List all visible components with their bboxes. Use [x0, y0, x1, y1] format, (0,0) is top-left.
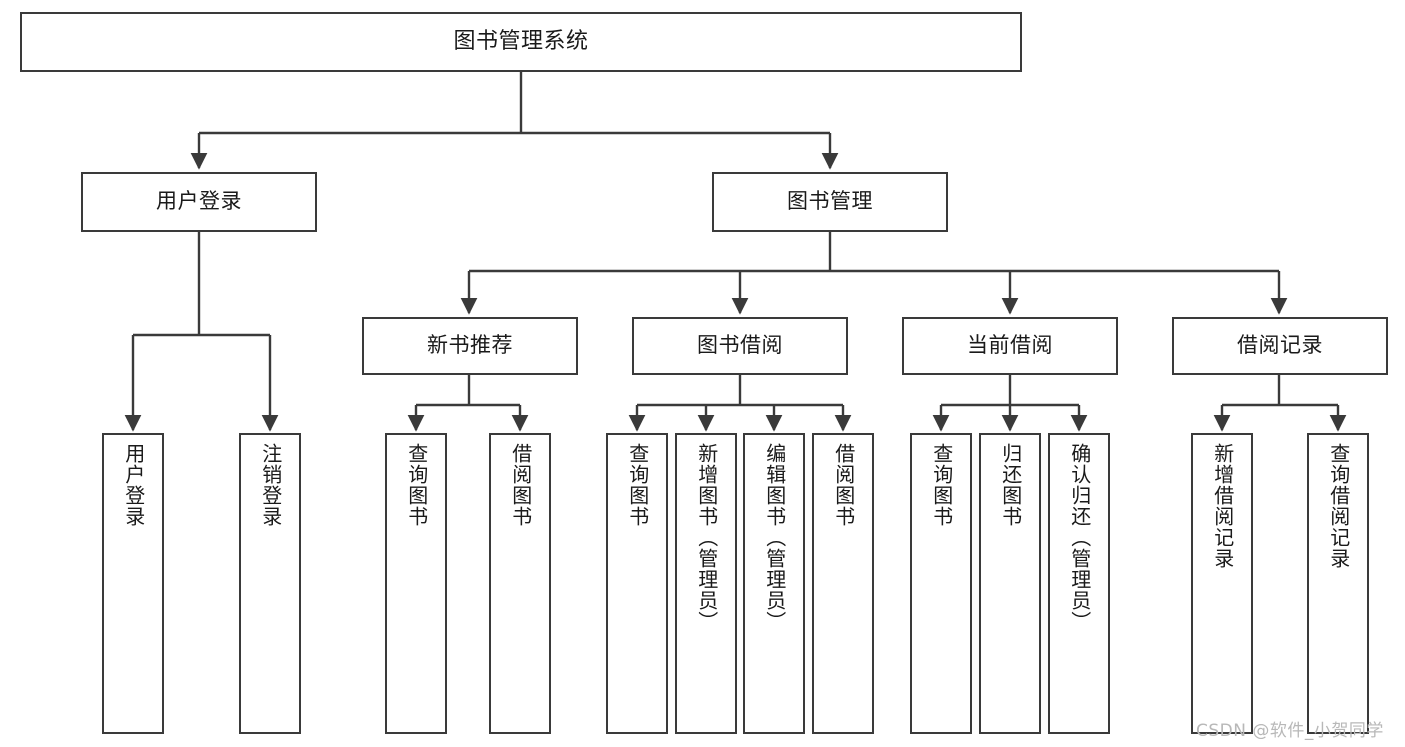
- leaf-new-book-1[interactable]: 查询图书: [385, 433, 447, 734]
- node-new-book-recommend[interactable]: 新书推荐: [362, 317, 578, 375]
- leaf-label: 查询借阅记录: [1326, 443, 1351, 569]
- leaf-current-borrow-3[interactable]: 确认归还（管理员）: [1048, 433, 1110, 734]
- leaf-label: 查询图书: [625, 443, 650, 527]
- node-book-borrow[interactable]: 图书借阅: [632, 317, 848, 375]
- leaf-label: 确认归还（管理员）: [1067, 443, 1092, 632]
- leaf-user-login-1[interactable]: 用户登录: [102, 433, 164, 734]
- node-user-login-label: 用户登录: [156, 189, 242, 214]
- leaf-label: 查询图书: [929, 443, 954, 527]
- node-root-label: 图书管理系统: [453, 28, 589, 54]
- leaf-label: 借阅图书: [831, 443, 856, 527]
- leaf-label: 新增借阅记录: [1210, 443, 1235, 569]
- leaf-new-book-2[interactable]: 借阅图书: [489, 433, 551, 734]
- node-user-login[interactable]: 用户登录: [81, 172, 317, 232]
- node-borrow-record-label: 借阅记录: [1237, 333, 1323, 358]
- leaf-book-borrow-4[interactable]: 借阅图书: [812, 433, 874, 734]
- leaf-label: 编辑图书（管理员）: [762, 443, 787, 632]
- leaf-label: 归还图书: [998, 443, 1023, 527]
- leaf-label: 新增图书（管理员）: [694, 443, 719, 632]
- leaf-current-borrow-1[interactable]: 查询图书: [910, 433, 972, 734]
- node-book-borrow-label: 图书借阅: [697, 333, 783, 358]
- leaf-borrow-record-1[interactable]: 新增借阅记录: [1191, 433, 1253, 734]
- leaf-label: 注销登录: [258, 443, 283, 527]
- leaf-current-borrow-2[interactable]: 归还图书: [979, 433, 1041, 734]
- leaf-label: 查询图书: [404, 443, 429, 527]
- leaf-user-login-2[interactable]: 注销登录: [239, 433, 301, 734]
- node-current-borrow-label: 当前借阅: [967, 333, 1053, 358]
- leaf-label: 借阅图书: [508, 443, 533, 527]
- leaf-book-borrow-1[interactable]: 查询图书: [606, 433, 668, 734]
- csdn-watermark: CSDN @软件_小贺同学: [1196, 721, 1384, 741]
- leaf-borrow-record-2[interactable]: 查询借阅记录: [1307, 433, 1369, 734]
- leaf-book-borrow-2[interactable]: 新增图书（管理员）: [675, 433, 737, 734]
- node-book-manage[interactable]: 图书管理: [712, 172, 948, 232]
- node-borrow-record[interactable]: 借阅记录: [1172, 317, 1388, 375]
- node-root[interactable]: 图书管理系统: [20, 12, 1022, 72]
- leaf-label: 用户登录: [121, 443, 146, 527]
- node-new-book-recommend-label: 新书推荐: [427, 333, 513, 358]
- leaf-book-borrow-3[interactable]: 编辑图书（管理员）: [743, 433, 805, 734]
- node-book-manage-label: 图书管理: [787, 189, 873, 214]
- node-current-borrow[interactable]: 当前借阅: [902, 317, 1118, 375]
